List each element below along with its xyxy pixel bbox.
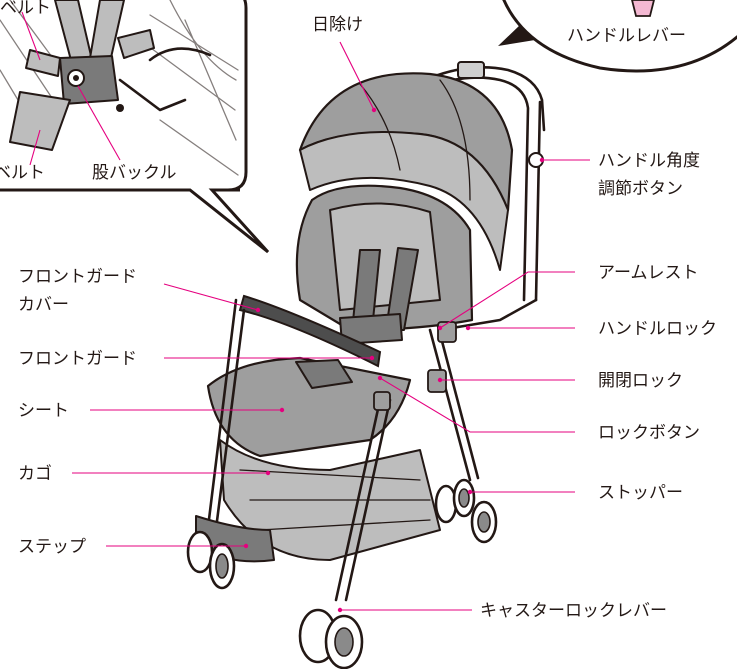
front-frame <box>202 298 246 562</box>
handle-lever-box <box>457 61 485 79</box>
sunshade-label: 日除け <box>312 15 363 35</box>
armrest-label: アームレスト <box>598 263 698 283</box>
sunshade-leader <box>339 41 375 111</box>
front-guard-cover-leader <box>163 283 259 311</box>
lock-button-label: ロックボタン <box>598 423 700 443</box>
front-guard-cover-label-line1: フロントガード <box>18 267 137 287</box>
handle-angle-label-line1: ハンドル角度 <box>598 151 700 171</box>
lock-button-leader <box>379 377 575 433</box>
inset-crotch-buckle-label: 股バックル <box>92 163 177 183</box>
seat-back <box>295 184 474 345</box>
open-close-lock-label: 開閉ロック <box>598 371 683 391</box>
inset-belt-top-label: ベルト <box>0 0 51 18</box>
crotch-buckle-leader <box>77 85 121 161</box>
inset-belt-bottom-label: ベルト <box>0 163 45 183</box>
front-guard-bar <box>238 294 382 368</box>
seat-cushion <box>206 356 412 458</box>
inset-detail-panel: ベルト ベルト 股バックル <box>0 0 270 254</box>
basket-label: カゴ <box>18 463 52 484</box>
leader-lines <box>72 41 590 613</box>
caster-lock-lever-label: キャスターロックレバー <box>480 601 667 621</box>
belt-bottom-leader <box>29 129 41 166</box>
wheels <box>186 478 498 669</box>
part-labels: 日除け ハンドル角度 調節ボタン フロントガード カバー アームレスト ハンドル… <box>18 15 717 621</box>
handle-lever-part <box>631 0 655 17</box>
seat-label: シート <box>18 401 69 421</box>
step-label: ステップ <box>18 537 86 557</box>
inset-harness <box>9 0 212 151</box>
front-guard-cover-label-line2: カバー <box>18 295 69 315</box>
armrest-leader <box>439 271 575 329</box>
front-guard-label: フロントガード <box>18 349 137 369</box>
handle-angle-label-line2: 調節ボタン <box>598 179 683 199</box>
handle-lever-callout: ハンドルレバー <box>498 0 737 73</box>
handle-lock-label: ハンドルロック <box>598 319 717 339</box>
stopper-label: ストッパー <box>598 483 683 503</box>
canopy <box>298 72 514 271</box>
stroller <box>186 61 546 669</box>
handle-bar <box>428 66 546 302</box>
handle-lever-label: ハンドルレバー <box>567 26 686 46</box>
belt-top-leader <box>21 11 41 61</box>
